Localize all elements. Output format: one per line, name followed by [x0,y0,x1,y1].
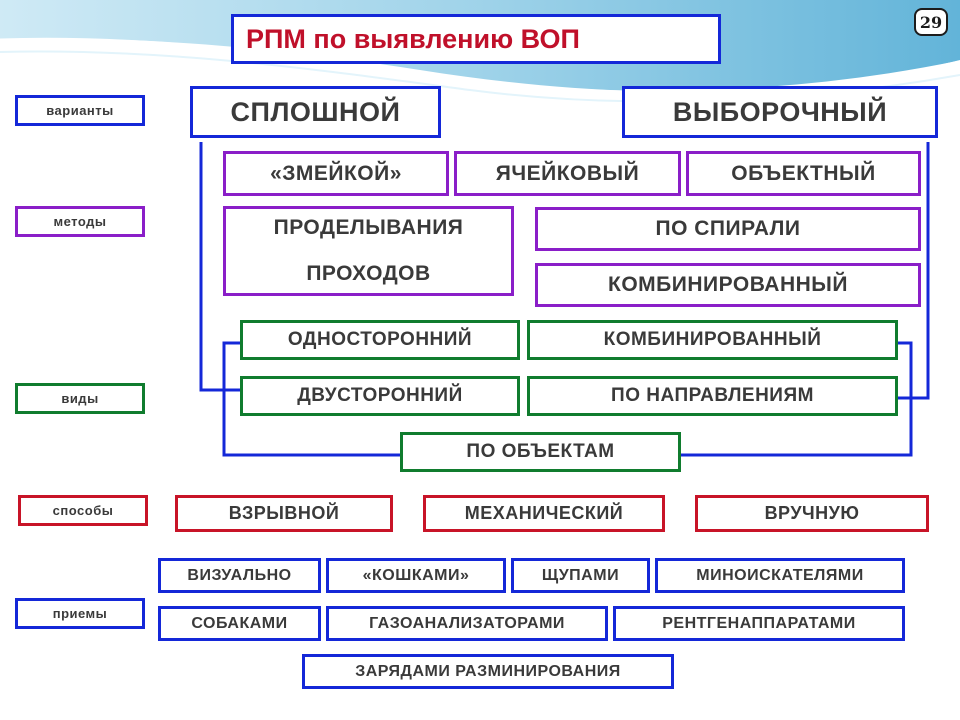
method-combined: КОМБИНИРОВАННЫЙ [535,263,921,307]
page-number: 29 [914,8,948,36]
method-object: ОБЪЕКТНЫЙ [686,151,921,196]
technique-xray: РЕНТГЕНАППАРАТАМИ [613,606,905,641]
method-snake: «ЗМЕЙКОЙ» [223,151,449,196]
technique-hooks: «КОШКАМИ» [326,558,506,593]
category-techniques: приемы [15,598,145,629]
technique-dogs: СОБАКАМИ [158,606,321,641]
technique-probes: ЩУПАМИ [511,558,650,593]
technique-mine-detectors: МИНОИСКАТЕЛЯМИ [655,558,905,593]
way-manual: ВРУЧНУЮ [695,495,929,532]
type-combined: КОМБИНИРОВАННЫЙ [527,320,898,360]
way-explosive: ВЗРЫВНОЙ [175,495,393,532]
type-by-directions: ПО НАПРАВЛЕНИЯМ [527,376,898,416]
category-ways: способы [18,495,148,526]
technique-visual: ВИЗУАЛЬНО [158,558,321,593]
variant-solid: СПЛОШНОЙ [190,86,441,138]
method-passages: ПРОДЕЛЫВАНИЯ ПРОХОДОВ [223,206,514,296]
method-spiral: ПО СПИРАЛИ [535,207,921,251]
page-title: РПМ по выявлению ВОП [231,14,721,64]
category-variants: варианты [15,95,145,126]
type-two-sided: ДВУСТОРОННИЙ [240,376,520,416]
category-types: виды [15,383,145,414]
technique-demining-charges: ЗАРЯДАМИ РАЗМИНИРОВАНИЯ [302,654,674,689]
way-mechanical: МЕХАНИЧЕСКИЙ [423,495,665,532]
type-by-objects: ПО ОБЪЕКТАМ [400,432,681,472]
technique-gas-analyzers: ГАЗОАНАЛИЗАТОРАМИ [326,606,608,641]
type-one-sided: ОДНОСТОРОННИЙ [240,320,520,360]
method-cellular: ЯЧЕЙКОВЫЙ [454,151,681,196]
variant-selective: ВЫБОРОЧНЫЙ [622,86,938,138]
category-methods: методы [15,206,145,237]
